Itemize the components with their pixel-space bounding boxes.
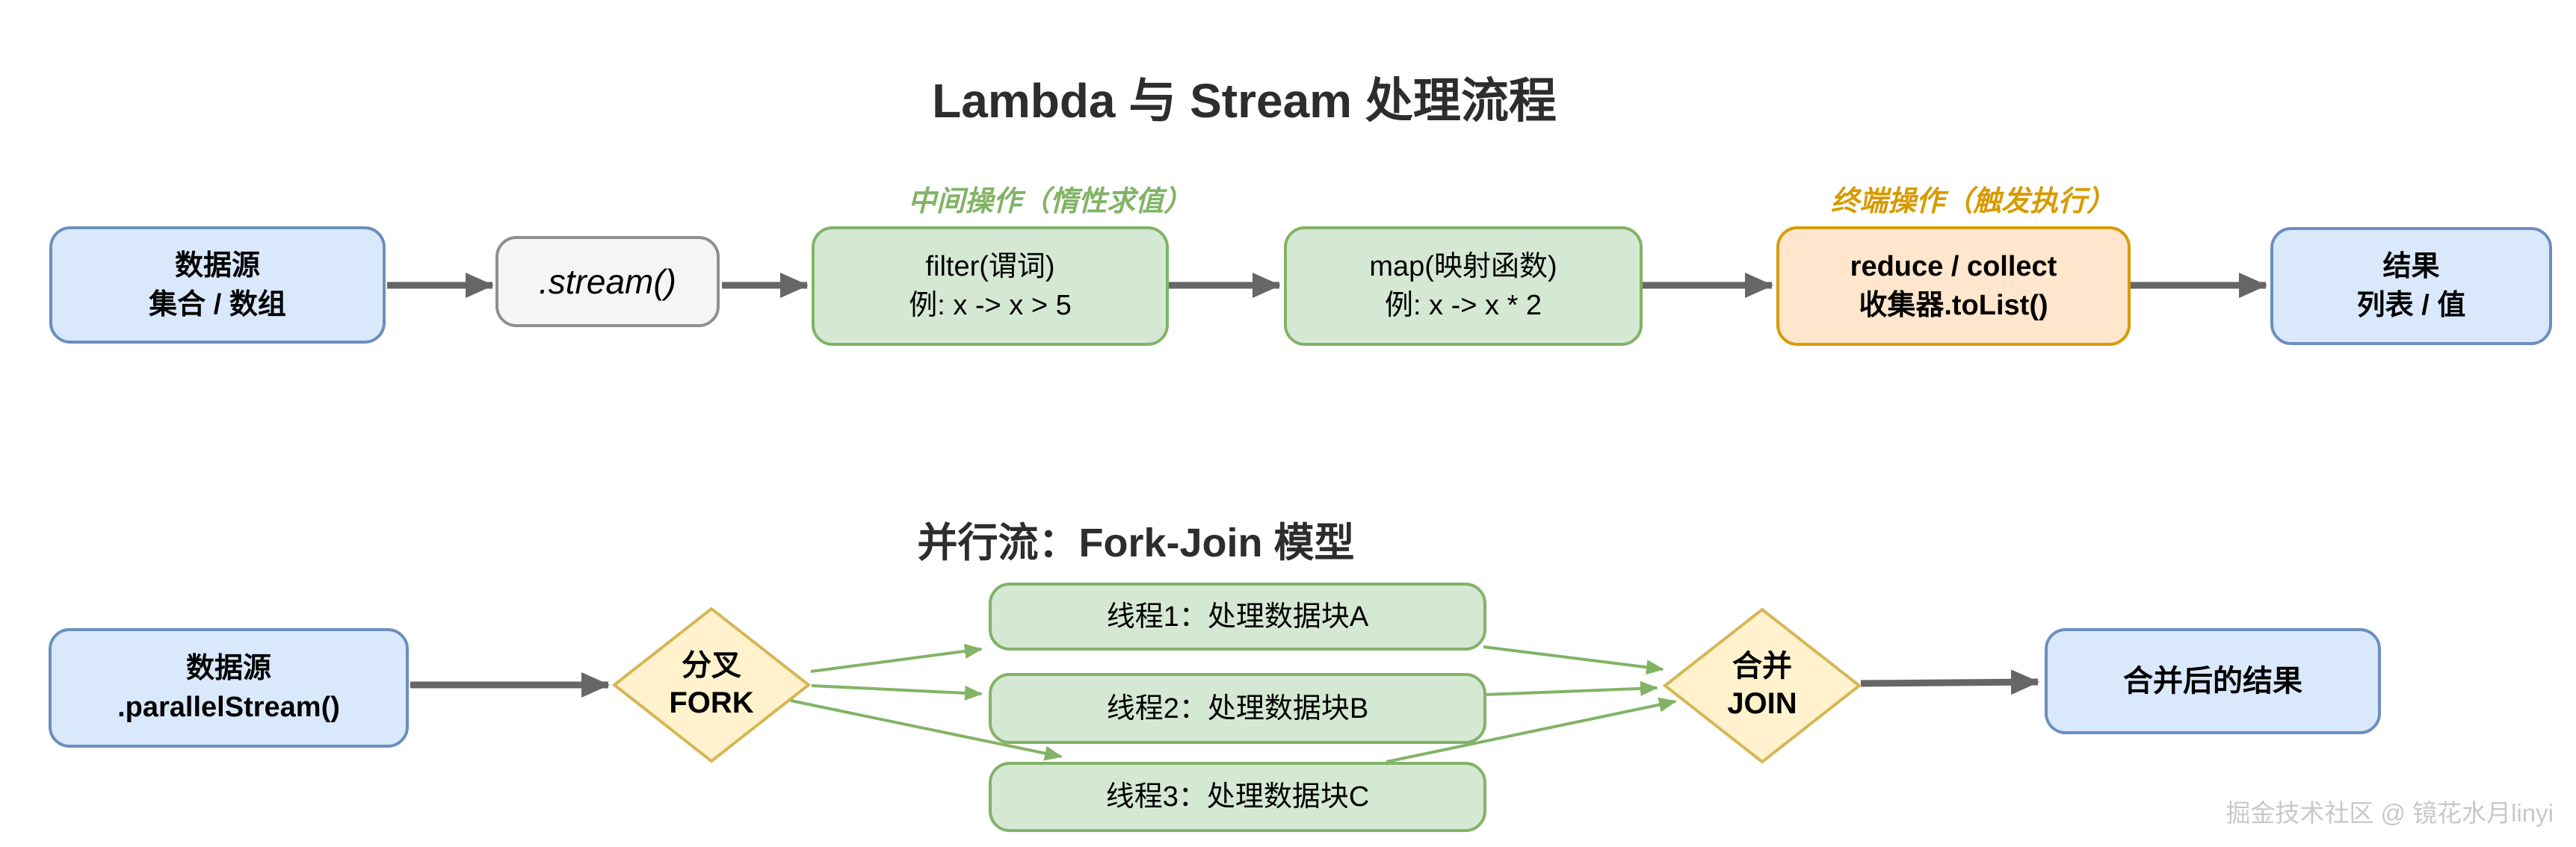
arrow-fork-thread1 (810, 643, 983, 673)
node-reduce-collect: reduce / collect 收集器.toList() (1776, 226, 2131, 346)
node-merged-result: 合并后的结果 (2045, 628, 2381, 734)
node-filter: filter(谓词) 例: x -> x > 5 (812, 226, 1169, 346)
node-data-source-line2: 集合 / 数组 (149, 288, 286, 320)
node-thread-1-label: 线程1：处理数据块A (1106, 601, 1369, 633)
watermark-text: 掘金技术社区 @ 镜花水月linyi (2226, 799, 2554, 827)
page-title: Lambda 与 Stream 处理流程 (932, 74, 1557, 128)
node-merged-result-label: 合并后的结果 (2123, 665, 2302, 698)
fork-diamond-label: 分叉 FORK (629, 647, 794, 722)
join-label-line1: 合并 (1732, 650, 1792, 683)
node-data-source: 数据源 集合 / 数组 (49, 226, 386, 344)
label-intermediate-ops: 中间操作（惰性求值） (907, 186, 1192, 217)
node-map-line2: 例: x -> x * 2 (1384, 290, 1542, 321)
node-thread-2-label: 线程2：处理数据块B (1106, 692, 1369, 725)
node-result-line2: 列表 / 值 (2356, 290, 2466, 321)
join-label-line2: JOIN (1727, 687, 1797, 720)
node-filter-line1: filter(谓词) (925, 251, 1055, 282)
node-parallel-source-line2: .parallelStream() (117, 692, 340, 723)
node-data-source-line1: 数据源 (174, 249, 260, 282)
node-result: 结果 列表 / 值 (2270, 227, 2552, 345)
node-filter-line2: 例: x -> x > 5 (909, 290, 1072, 321)
fork-label-line2: FORK (669, 686, 754, 719)
node-thread-1: 线程1：处理数据块A (989, 583, 1486, 651)
join-diamond-label: 合并 JOIN (1680, 648, 1844, 722)
node-parallel-source: 数据源 .parallelStream() (49, 628, 409, 748)
section-title-parallel: 并行流：Fork-Join 模型 (917, 521, 1355, 565)
arrow-fork-thread2 (811, 684, 983, 701)
node-thread-2: 线程2：处理数据块B (989, 673, 1486, 744)
arrow-join-result (1860, 669, 2039, 695)
label-terminal-ops: 终端操作（触发执行） (1830, 186, 2115, 217)
node-result-line1: 结果 (2382, 251, 2440, 282)
node-map: map(映射函数) 例: x -> x * 2 (1284, 226, 1643, 346)
node-reduce-collect-line2: 收集器.toList() (1859, 290, 2048, 321)
node-parallel-source-line1: 数据源 (185, 653, 271, 684)
arrow-thread1-join (1483, 645, 1664, 675)
node-thread-3-label: 线程3：处理数据块C (1105, 781, 1370, 813)
fork-label-line1: 分叉 (682, 649, 741, 682)
arrow-thread2-join (1484, 680, 1658, 696)
node-stream-call: .stream() (495, 236, 720, 327)
node-thread-3: 线程3：处理数据块C (989, 762, 1486, 832)
node-stream-call-label: .stream() (539, 262, 676, 301)
node-reduce-collect-line1: reduce / collect (1850, 251, 2057, 282)
node-map-line1: map(映射函数) (1369, 251, 1557, 282)
